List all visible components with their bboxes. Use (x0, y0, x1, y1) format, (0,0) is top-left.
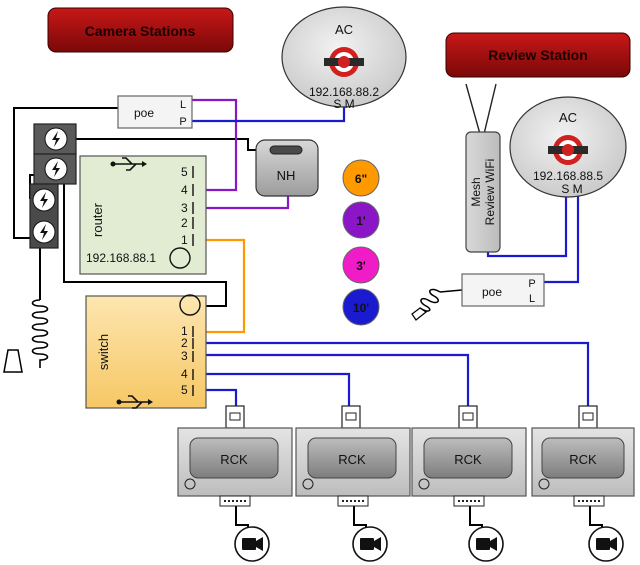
ac-right-ip: 192.168.88.5 (533, 169, 603, 183)
mesh-wifi[interactable]: Mesh Review WiFi (465, 83, 501, 253)
rck-label: RCK (569, 452, 597, 467)
ethernet-port-icon (341, 405, 361, 429)
power-plug-left (3, 349, 23, 373)
usb-icon (116, 395, 153, 409)
nh-label: NH (277, 168, 296, 183)
router-port-4: 4 (181, 183, 188, 197)
ac-left[interactable]: AC 192.168.88.2 S M (281, 6, 407, 111)
rck-label: RCK (338, 452, 366, 467)
router-port-2: 2 (181, 216, 188, 230)
poe-left-port-p: P (179, 116, 186, 128)
cable-length-legend: 6" 1' 3' 10' (342, 159, 380, 326)
router-port-1: 1 (181, 233, 188, 247)
router-ports: 5 4 3 2 1 (181, 165, 194, 247)
camera-leads (235, 505, 603, 538)
switch-ports: 1 2 3 4 5 (181, 324, 194, 397)
legend-item-3ft: 3' (342, 246, 380, 284)
nh-device[interactable]: NH (255, 139, 319, 197)
router-ip: 192.168.88.1 (86, 251, 156, 265)
poe-right-port-l: L (529, 293, 535, 305)
rck-3[interactable]: RCK (411, 405, 527, 507)
router-label: router (90, 202, 105, 237)
power-outlet-icon (32, 188, 56, 212)
cable-ac-right-m-poe (544, 196, 580, 284)
legend-label-1ft: 1' (356, 214, 366, 228)
power-outlet-icon (44, 127, 68, 151)
ac-left-ports: S M (333, 97, 354, 111)
ac-left-title: AC (335, 22, 353, 37)
poe-right[interactable]: poe P L (461, 273, 545, 307)
power-coil-right (419, 288, 441, 312)
legend-item-10ft: 10' (342, 288, 380, 326)
mesh-line-2: Review WiFi (483, 159, 497, 226)
power-cord-nh (72, 138, 262, 151)
rck-label: RCK (454, 452, 482, 467)
logo-icon (548, 135, 588, 165)
cable-switch-5-rck1 (198, 388, 238, 406)
ethernet-port-icon (225, 405, 245, 429)
switch-port-3: 3 (181, 349, 188, 363)
poe-left[interactable]: poe L P (117, 95, 193, 129)
legend-item-1ft: 1' (342, 201, 380, 239)
camera-stations-title: Camera Stations (85, 23, 196, 39)
cables (3, 98, 603, 538)
legend-label-10ft: 10' (353, 301, 369, 315)
power-cord-poe-left (13, 107, 118, 239)
cable-switch-3-rck3 (198, 353, 470, 406)
cable-poe-l-router-4 (192, 98, 238, 192)
switch-label: switch (96, 334, 111, 370)
cable-nh-router-3 (198, 196, 290, 210)
ac-right[interactable]: AC 192.168.88.5 S M (509, 96, 627, 198)
usb-icon (110, 157, 147, 171)
ethernet-port-icon (578, 405, 598, 429)
power-outlet-icon (32, 220, 56, 244)
cable-ac-right-s-mesh (486, 196, 568, 258)
router-port-5: 5 (181, 165, 188, 179)
camera-stations-banner: Camera Stations (47, 7, 234, 53)
router-port-3: 3 (181, 201, 188, 215)
cable-router-1-switch-1 (198, 238, 246, 334)
rck-2[interactable]: RCK (295, 405, 411, 507)
switch-port-2: 2 (181, 336, 188, 350)
power-cord-poe-right (439, 289, 463, 293)
rck-label: RCK (220, 452, 248, 467)
switch[interactable]: switch 1 2 3 4 5 (85, 294, 207, 409)
ethernet-port-icon (458, 405, 478, 429)
power-outlet-icon (44, 157, 68, 181)
switch-port-1: 1 (181, 324, 188, 338)
rck-4[interactable]: RCK (531, 405, 635, 507)
poe-left-label: poe (134, 106, 154, 120)
poe-right-label: poe (482, 285, 502, 299)
cable-poe-p-ac-left (192, 103, 346, 123)
camera-icon[interactable] (352, 526, 388, 562)
switch-port-5: 5 (181, 383, 188, 397)
router-power-port (169, 247, 191, 269)
camera-icon[interactable] (468, 526, 504, 562)
review-station-title: Review Station (488, 47, 588, 63)
router[interactable]: router 5 4 3 2 1 192.168.88.1 (79, 155, 207, 275)
switch-power-port (179, 294, 201, 316)
ac-right-ports: S M (561, 182, 582, 196)
legend-item-6in: 6" (342, 159, 380, 197)
poe-left-port-l: L (180, 99, 186, 111)
legend-label-3ft: 3' (356, 259, 366, 273)
mesh-line-1: Mesh (469, 177, 483, 206)
legend-label-6in: 6" (355, 172, 367, 186)
power-strip (29, 123, 77, 249)
ac-right-title: AC (559, 110, 577, 125)
camera-icon[interactable] (588, 526, 624, 562)
power-coil (31, 299, 49, 368)
switch-port-4: 4 (181, 367, 188, 381)
ac-left-ip: 192.168.88.2 (309, 85, 379, 99)
antenna-icon (465, 83, 497, 135)
cable-switch-4-rck2 (198, 372, 351, 406)
poe-right-port-p: P (528, 278, 535, 290)
logo-icon (324, 47, 364, 77)
rck-1[interactable]: RCK (177, 405, 293, 507)
power-plug-right (411, 307, 428, 321)
camera-icon[interactable] (234, 526, 270, 562)
review-station-banner: Review Station (445, 32, 631, 78)
cable-switch-2-rck4 (198, 341, 590, 406)
